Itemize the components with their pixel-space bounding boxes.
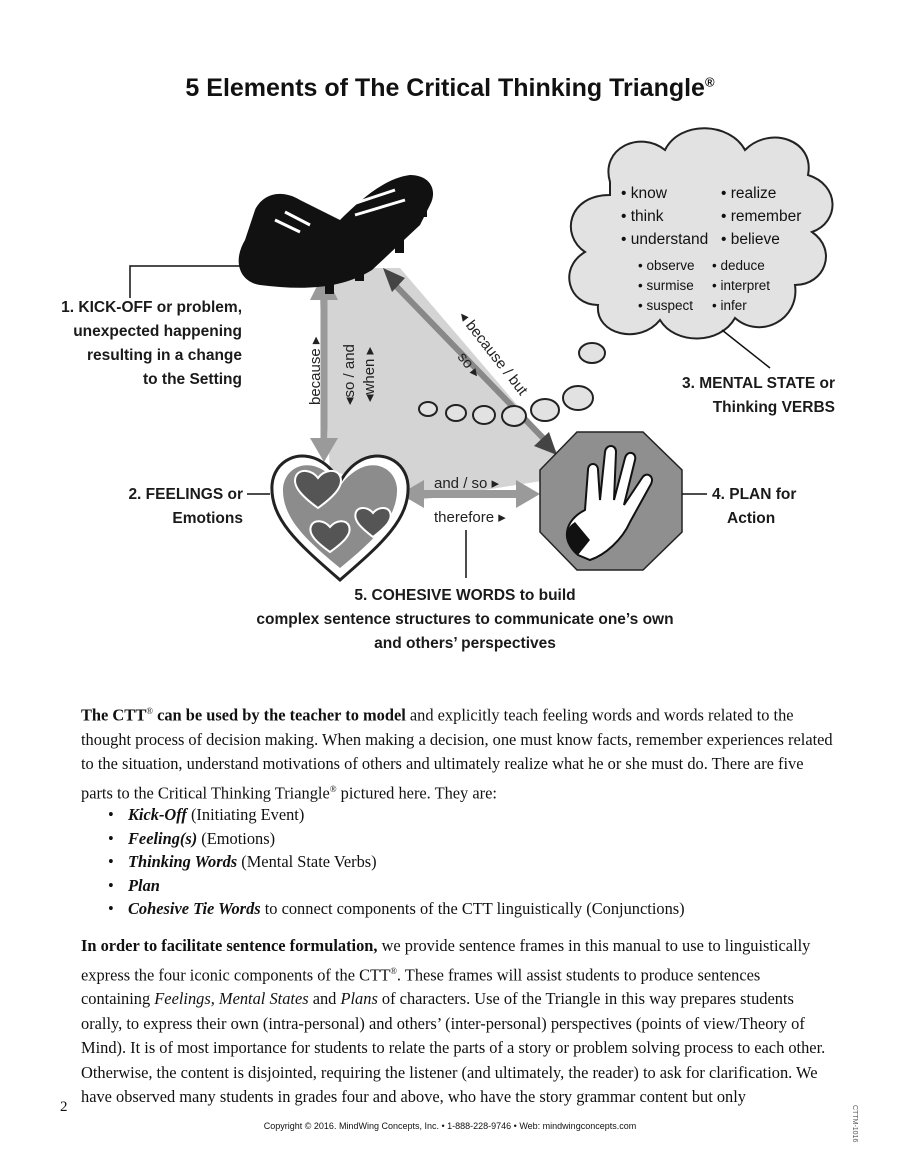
side-code: CTTM-1016: [851, 1105, 858, 1143]
copyright-footer: Copyright © 2016. MindWing Concepts, Inc…: [263, 1121, 637, 1131]
label-line: Emotions: [172, 510, 243, 527]
ctt-parts-list: Kick-Off (Initiating Event) Feeling(s) (…: [106, 803, 685, 921]
connector-when: ◂when ▸: [361, 346, 378, 402]
text: pictured here. They are:: [336, 783, 497, 803]
list-item: Feeling(s) (Emotions): [106, 827, 685, 851]
term: Plan: [128, 875, 160, 895]
term: Thinking Words: [128, 852, 238, 871]
term: Kick-Off: [128, 805, 187, 824]
cloud-word: • observe: [638, 258, 695, 273]
page-number: 2: [60, 1099, 68, 1115]
cloud-word: • remember: [721, 208, 801, 225]
label-cohesive: 5. COHESIVE WORDS to build complex sente…: [220, 584, 710, 656]
cloud-word: • surmise: [638, 278, 694, 293]
italic-phrase: Feelings, Mental States: [154, 989, 309, 1009]
text: and explicitly teach feeling words and w…: [81, 705, 833, 803]
bold-phrase: The CTT: [81, 705, 147, 725]
label-feelings: 2. FEELINGS or Emotions: [120, 483, 243, 531]
cloud-word: • think: [621, 208, 664, 225]
text: we provide sentence frames in this manua…: [81, 936, 811, 984]
cloud-word: • deduce: [712, 258, 765, 273]
label1-connector: [129, 265, 250, 298]
label-mental-state: 3. MENTAL STATE or Thinking VERBS: [680, 372, 835, 420]
shoe-icon: [238, 175, 434, 294]
desc: (Initiating Event): [186, 805, 305, 824]
paragraph-sentence-formulation: In order to facilitate sentence formulat…: [81, 934, 833, 1110]
ctt-diagram: • know • think • understand • realize • …: [129, 127, 834, 582]
term: Feeling(s): [128, 828, 198, 848]
text: and: [308, 989, 341, 1009]
connector-and-so: and / so ▸: [434, 475, 500, 492]
cloud-word: • interpret: [712, 278, 770, 293]
connector-therefore: therefore ▸: [434, 509, 506, 526]
label-line: 2. FEELINGS or: [128, 486, 243, 503]
label-line: 3. MENTAL STATE or: [682, 375, 835, 392]
reg-mark: ®: [146, 706, 153, 716]
cloud-word: • understand: [621, 231, 708, 248]
label-kickoff: 1. KICK-OFF or problem, unexpected happe…: [60, 296, 242, 392]
cloud-word: • believe: [721, 231, 780, 248]
label-line: 4. PLAN for: [712, 486, 797, 503]
list-item: Thinking Words (Mental State Verbs): [106, 850, 685, 874]
label-line: 1. KICK-OFF or problem,: [61, 299, 242, 316]
list-item: Cohesive Tie Words to connect components…: [106, 897, 685, 921]
label-line: and others’ perspectives: [374, 635, 556, 652]
bold-phrase: In order to facilitate sentence formulat…: [81, 936, 378, 955]
label-line: resulting in a change: [86, 347, 242, 364]
label-plan: 4. PLAN for Action: [712, 483, 796, 531]
label-line: Action: [727, 510, 776, 527]
triangle-fill: [318, 268, 560, 500]
cloud-word: • know: [621, 185, 668, 202]
cloud-word: • suspect: [638, 298, 693, 313]
cloud-word: • realize: [721, 185, 776, 202]
label-line: Thinking VERBS: [712, 399, 835, 416]
list-item: Plan: [106, 874, 685, 898]
text: of characters. Use of the Triangle in th…: [81, 989, 826, 1107]
label3-connector: [721, 329, 771, 369]
text: . These frames will assist students to p…: [81, 964, 761, 1009]
reg-mark: ®: [704, 74, 715, 90]
hand-icon: [539, 431, 683, 571]
label-line: to the Setting: [142, 371, 242, 388]
label-line: unexpected happening: [73, 323, 242, 340]
list-item: Kick-Off (Initiating Event): [106, 803, 685, 827]
heart-icon: [270, 454, 410, 582]
label-line: 5. COHESIVE WORDS to build: [354, 587, 576, 604]
desc: (Emotions): [197, 828, 276, 848]
desc: (Mental State Verbs): [237, 852, 377, 871]
paragraph-intro: The CTT® can be used by the teacher to m…: [81, 699, 833, 806]
bold-phrase: can be used by the teacher to model: [152, 705, 406, 725]
italic-phrase: Plans: [340, 989, 378, 1009]
desc: to connect components of the CTT linguis…: [260, 899, 685, 918]
page-title: 5 Elements of The Critical Thinking Tria…: [185, 74, 715, 102]
connector-because: because ▸: [307, 336, 324, 405]
reg-mark: ®: [329, 783, 337, 794]
thought-cloud: • know • think • understand • realize • …: [418, 127, 834, 427]
reg-mark: ®: [390, 965, 397, 976]
connector-so-and: ◂so / and: [341, 344, 358, 405]
term: Cohesive Tie Words: [128, 899, 261, 918]
cloud-word: • infer: [712, 298, 747, 313]
label-line: complex sentence structures to communica…: [256, 611, 674, 628]
arrow-bottom-horizontal: [400, 480, 540, 508]
